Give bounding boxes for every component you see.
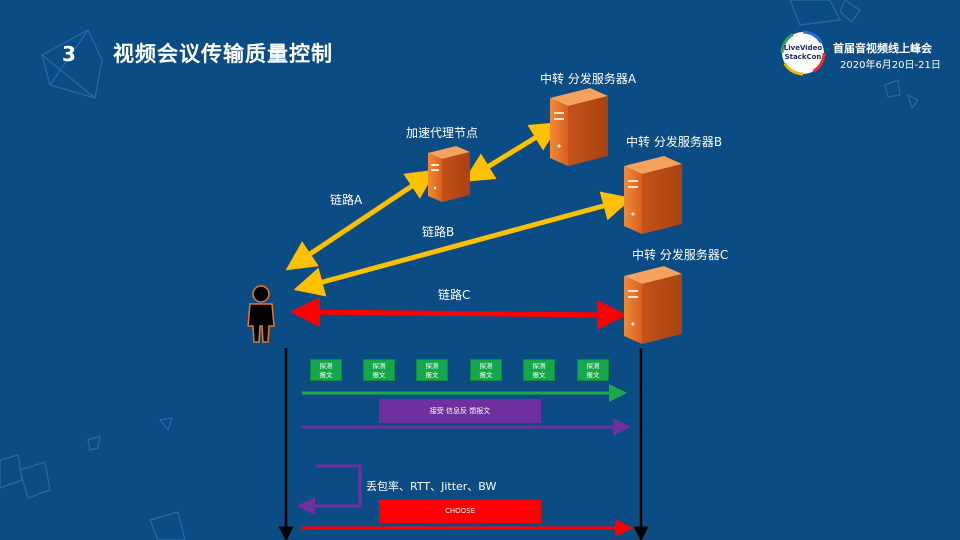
server-a-label: 中转 分发服务器A (540, 72, 637, 86)
probe-packet: 探测 报文 (470, 359, 502, 381)
link-b-arrow (293, 191, 633, 297)
user-person-icon (247, 285, 275, 343)
slide-title: 视频会议传输质量控制 (113, 42, 333, 66)
link-a-label: 链路A (330, 193, 363, 207)
link-c-label: 链路C (438, 288, 471, 302)
proxy-node-label: 加速代理节点 (406, 126, 479, 140)
probe-packet: 探测 报文 (363, 359, 395, 381)
svg-text:LiveVideo: LiveVideo (784, 44, 823, 52)
proxy-node-icon (428, 146, 470, 202)
feedback-bar: 接受 信息反 馈报文 (379, 399, 541, 423)
event-name: 首届音视频线上峰会 (833, 42, 932, 55)
probe-packet: 探测 报文 (577, 359, 609, 381)
probe-packet: 探测 报文 (310, 359, 342, 381)
svg-text:StackCon: StackCon (785, 53, 822, 61)
probe-packet: 探测 报文 (416, 359, 448, 381)
metrics-label: 丢包率、RTT、Jitter、BW (366, 480, 497, 493)
server-b-icon (624, 156, 682, 234)
livevideostack-logo: LiveVideo StackCon (780, 30, 826, 76)
proxy-to-server-a-arrow (463, 122, 561, 182)
server-a-icon (550, 88, 608, 166)
link-c-arrow (290, 297, 627, 330)
server-c-icon (624, 266, 682, 344)
server-b-label: 中转 分发服务器B (626, 135, 723, 149)
probe-packet: 探测 报文 (523, 359, 555, 381)
link-b-label: 链路B (422, 225, 455, 239)
slide-number: 3 (62, 42, 76, 66)
server-c-label: 中转 分发服务器C (632, 248, 729, 262)
choose-bar: CHOOSE (379, 500, 541, 523)
event-date: 2020年6月20日-21日 (840, 60, 941, 71)
metrics-return-arrow (297, 464, 362, 515)
